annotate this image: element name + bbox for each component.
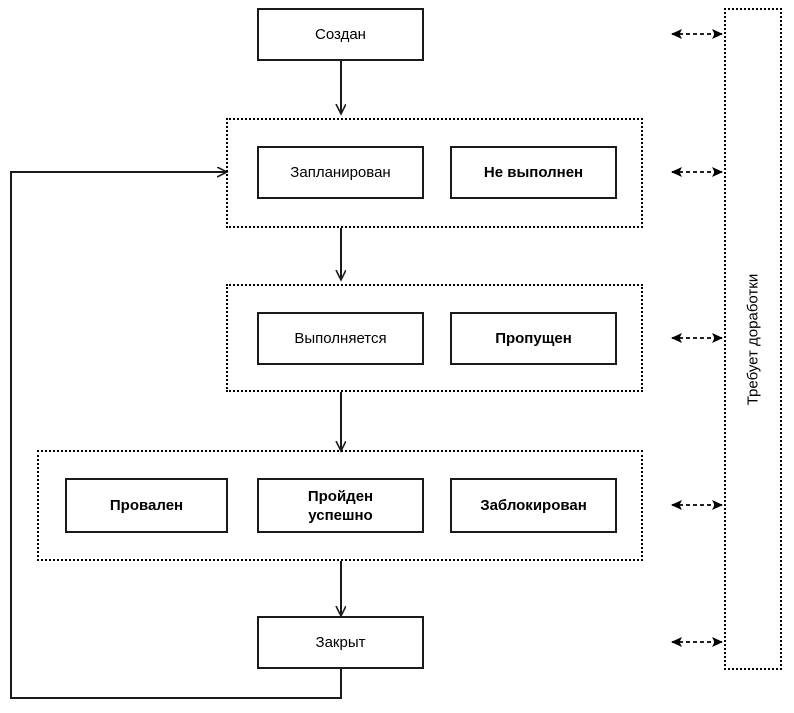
- state-node-failed[interactable]: Провален: [65, 478, 228, 533]
- state-label-passed-line1: Пройден: [307, 487, 374, 505]
- state-label-skipped: Пропущен: [495, 330, 572, 347]
- state-node-passed[interactable]: Пройден успешно: [257, 478, 424, 533]
- state-label-failed: Провален: [109, 497, 184, 514]
- state-node-rework[interactable]: Требует доработки: [724, 8, 782, 670]
- state-label-rework: Требует доработки: [744, 273, 762, 405]
- state-label-created: Создан: [315, 26, 366, 43]
- state-label-closed: Закрыт: [315, 634, 366, 651]
- state-group-in-progress: [226, 284, 643, 392]
- state-node-closed[interactable]: Закрыт: [257, 616, 424, 669]
- state-node-skipped[interactable]: Пропущен: [450, 312, 617, 365]
- state-node-planned[interactable]: Запланирован: [257, 146, 424, 199]
- state-label-passed-line2: успешно: [308, 506, 373, 524]
- state-label-planned: Запланирован: [290, 164, 391, 181]
- state-label-in-progress: Выполняется: [294, 330, 387, 347]
- state-label-blocked: Заблокирован: [480, 497, 587, 514]
- state-group-result: [37, 450, 643, 561]
- state-node-not-executed[interactable]: Не выполнен: [450, 146, 617, 199]
- state-label-not-executed: Не выполнен: [483, 164, 584, 181]
- state-node-in-progress[interactable]: Выполняется: [257, 312, 424, 365]
- state-group-planned: [226, 118, 643, 228]
- state-node-created[interactable]: Создан: [257, 8, 424, 61]
- state-node-blocked[interactable]: Заблокирован: [450, 478, 617, 533]
